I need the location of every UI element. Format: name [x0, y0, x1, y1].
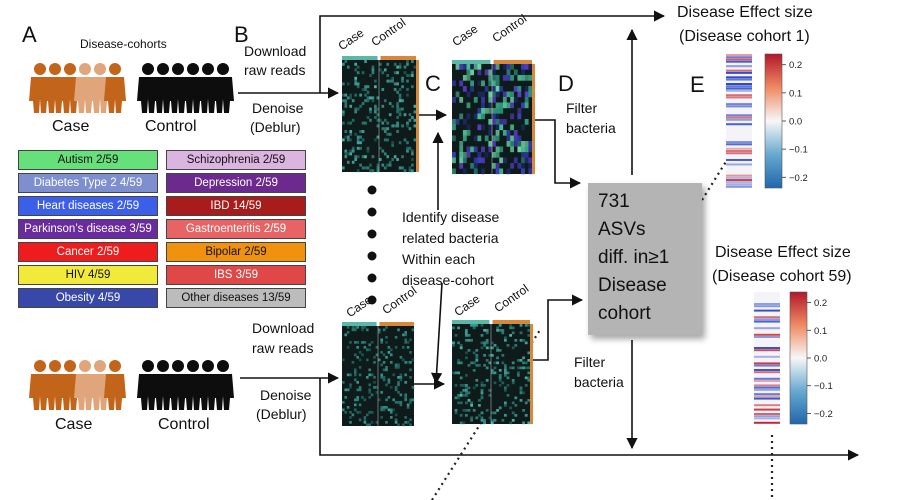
effect-title-bottom-line1: Disease Effect size: [715, 244, 851, 261]
disease-box-left-3: Parkinson’s disease 3/59: [18, 219, 158, 239]
panel-letter-d: D: [558, 71, 574, 96]
hm3-control-bar: [379, 322, 414, 326]
hm2-case-bar: [452, 60, 491, 64]
control-label-bottom: Control: [158, 416, 210, 433]
effect-strip-cohort1: [726, 54, 752, 188]
hm4-case-bar: [452, 320, 490, 324]
cbar-ticks-top-tick-4: −0.2: [789, 173, 808, 184]
cbar-ticks-top-tick-3: −0.1: [789, 145, 808, 156]
disease-box-right-0: Schizophrenia 2/59: [166, 150, 306, 170]
hm2-control-bar: [493, 60, 532, 64]
summary-line5: cohort: [598, 303, 651, 324]
summary-line2: ASVs: [598, 219, 646, 240]
top-flow-line: [319, 10, 666, 93]
cbar-ticks-top-tick-0: 0.2: [789, 60, 802, 71]
filter-bacteria-bottom-line2: bacteria: [574, 374, 624, 390]
control-people-bottom-icon: [137, 360, 234, 410]
disease-box-right-6: Other diseases 13/59: [166, 288, 306, 308]
case-label-top: Case: [52, 118, 90, 135]
identify-line1: Identify disease: [402, 209, 500, 225]
disease-box-right-3: Gastroenteritis 2/59: [166, 219, 306, 239]
hm1-control-bar: [380, 56, 416, 60]
denoise-bottom-line1: Denoise: [260, 387, 312, 403]
filter-bacteria-top-line1: Filter: [566, 100, 598, 116]
case-label-bottom: Case: [55, 416, 93, 433]
download-raw-reads-top-line2: raw reads: [244, 62, 306, 78]
heatmap-cohort59-filtered: [452, 320, 533, 425]
case-people-bottom-icon: [29, 360, 126, 410]
arrow-c59-to-box: [531, 294, 584, 361]
effect-title-top-line1: Disease Effect size: [677, 4, 813, 21]
denoise-top-line1: Denoise: [252, 100, 304, 116]
people-bot-control-person-5: [212, 360, 234, 410]
bottom-flow-line: [319, 378, 860, 461]
cbar-ticks-bot-tick-1: 0.1: [814, 326, 827, 337]
identify-line4: disease-cohort: [402, 272, 494, 288]
summary-line1: 731: [598, 191, 630, 212]
heatmap-cohort1-raw: [342, 56, 419, 173]
hm3-case-bar: [342, 322, 377, 326]
summary-line4: Disease: [598, 275, 667, 296]
download-raw-reads-bottom-line2: raw reads: [252, 340, 314, 356]
summary-box: 731 ASVs diff. in≥1 Disease cohort: [588, 183, 702, 335]
people-top-case-person-5: [104, 63, 126, 113]
disease-box-left-2: Heart diseases 2/59: [18, 196, 158, 216]
denoise-top-line2: (Deblur): [250, 119, 301, 135]
effect-title-top-line2: (Disease cohort 1): [679, 28, 810, 45]
colorbar-bottom-ticks: 0.2 0.1 0.0 −0.1 −0.2: [807, 298, 833, 420]
colorbar-bottom: [789, 291, 808, 425]
download-raw-reads-top-line1: Download: [244, 43, 307, 59]
summary-line3: diff. in≥1: [598, 247, 670, 268]
strip2-bg: [754, 292, 780, 424]
panel-letter-e: E: [690, 72, 705, 97]
heatmap-cohort1-filtered: [452, 60, 535, 175]
cbar-ticks-top-tick-2: 0.0: [789, 117, 802, 128]
denoise-bottom-line2: (Deblur): [256, 406, 307, 422]
disease-box-left-5: HIV 4/59: [18, 265, 158, 285]
cbar-ticks-bot-tick-3: −0.1: [814, 381, 833, 392]
cbar-ticks-top-tick-1: 0.1: [789, 88, 802, 99]
disease-box-right-5: IBS 3/59: [166, 265, 306, 285]
control-people-top-icon: [137, 63, 234, 113]
disease-box-left-6: Obesity 4/59: [18, 288, 158, 308]
control-label-top: Control: [145, 118, 197, 135]
cbar-ticks-bot-tick-4: −0.2: [814, 409, 833, 420]
disease-box-right-2: IBD 14/59: [166, 196, 306, 216]
download-raw-reads-bottom-line1: Download: [252, 320, 315, 336]
effect-title-bottom-line2: (Disease cohort 59): [712, 268, 852, 285]
arrow-c-to-box: [533, 119, 582, 189]
arrow-identify-down: [431, 282, 443, 385]
case-people-top-icon: [29, 63, 126, 113]
disease-box-left-0: Autism 2/59: [18, 150, 158, 170]
cbar-ticks-bot-tick-2: 0.0: [814, 354, 827, 365]
heatmap-cohort59-raw: [342, 322, 415, 427]
panel-letter-b: B: [234, 22, 249, 47]
colorbar-top: [764, 53, 783, 189]
effect-strip-cohort59: [754, 292, 780, 424]
people-bot-case-person-5: [104, 360, 126, 410]
filter-bacteria-bottom-line1: Filter: [574, 354, 606, 370]
disease-cohorts-title: Disease-cohorts: [80, 37, 167, 51]
hm4-control-bar: [492, 320, 530, 324]
panel-letter-c: C: [425, 71, 441, 96]
disease-box-right-4: Bipolar 2/59: [166, 242, 306, 262]
identify-line3: Within each: [402, 251, 476, 267]
filter-bacteria-top-line2: bacteria: [566, 120, 616, 136]
people-top-control-person-5: [212, 63, 234, 113]
colorbar-top-ticks: 0.2 0.1 0.0 −0.1 −0.2: [782, 60, 808, 184]
hm1-case-bar: [342, 56, 378, 60]
disease-box-left-1: Diabetes Type 2 4/59: [18, 173, 158, 193]
strip1-bg: [726, 54, 752, 188]
disease-box-left-4: Cancer 2/59: [18, 242, 158, 262]
cbar-ticks-bot-tick-0: 0.2: [814, 298, 827, 309]
panel-letter-a: A: [22, 22, 37, 47]
ellipsis-dots: [367, 185, 377, 305]
identify-line2: related bacteria: [402, 230, 499, 246]
disease-box-right-1: Depression 2/59: [166, 173, 306, 193]
